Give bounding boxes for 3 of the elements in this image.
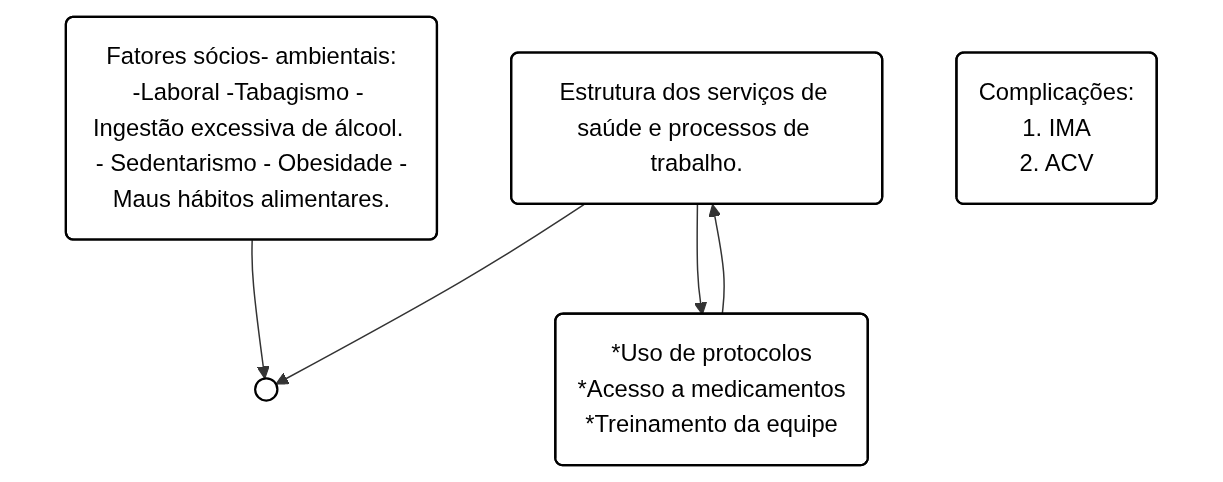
node-circle — [254, 377, 279, 402]
arrow — [275, 203, 585, 385]
arrow — [251, 239, 270, 379]
